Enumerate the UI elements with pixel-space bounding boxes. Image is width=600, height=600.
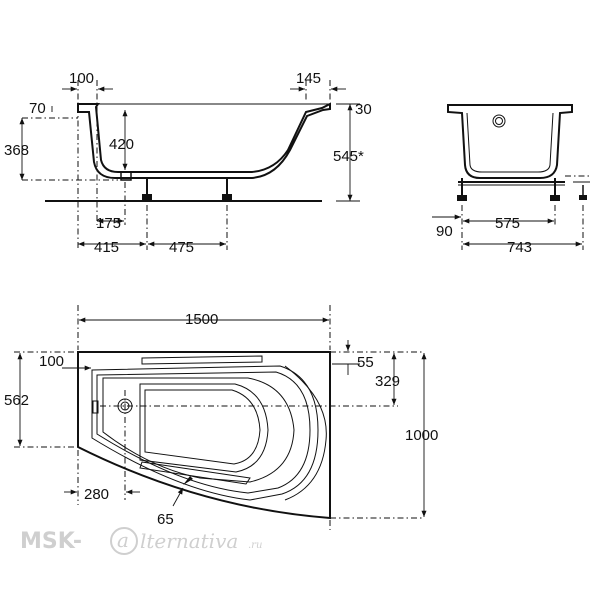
end-tub-outline (447, 104, 573, 179)
watermark-prefix: MSK- (20, 529, 82, 554)
dim-plan-280: 280 (84, 486, 109, 503)
end-feet (457, 178, 590, 201)
dim-side-415: 415 (94, 239, 119, 256)
dim-plan-1500: 1500 (185, 311, 218, 328)
dim-plan-1000: 1000 (405, 427, 438, 444)
plan-rim-contour (91, 365, 319, 501)
dim-end-575: 575 (495, 215, 520, 232)
dim-plan-65: 65 (157, 511, 174, 528)
dim-side-30: 30 (355, 101, 372, 118)
watermark-at-letter: a (117, 528, 129, 552)
plan-top-ridge (141, 355, 263, 365)
plan-center-lines (14, 305, 424, 530)
plan-dimension-lines (17, 317, 427, 517)
dim-side-100: 100 (69, 70, 94, 87)
plan-basin-outer (102, 377, 295, 483)
dim-side-545: 545* (333, 148, 364, 165)
plan-basin-bottom (144, 389, 261, 465)
plan-basin-inner (139, 383, 269, 473)
dim-side-145: 145 (296, 70, 321, 87)
dim-side-368: 368 (4, 142, 29, 159)
plan-rim-contour-2 (96, 371, 311, 494)
watermark-suffix: .ru (248, 540, 262, 551)
dim-side-70: 70 (29, 100, 46, 117)
side-view: 100 145 70 30 368 420 545* 175 415 475 (4, 70, 372, 256)
end-view: 90 575 743 (432, 104, 590, 256)
dim-end-743: 743 (507, 239, 532, 256)
dim-side-175: 175 (96, 215, 121, 232)
dim-plan-100: 100 (39, 353, 64, 370)
end-overflow-inner (495, 117, 503, 125)
end-tub-inner (466, 112, 554, 173)
side-dimension-lines (19, 86, 360, 247)
end-dimension-lines (432, 214, 582, 247)
plan-view: 1500 100 55 329 562 1000 280 65 (4, 305, 438, 530)
end-overflow-outer (492, 114, 506, 128)
dim-side-420: 420 (109, 136, 134, 153)
watermark: MSK- a lternativa .ru (20, 527, 262, 555)
plan-end-curve (284, 365, 327, 501)
side-extension-lines (22, 80, 331, 250)
dim-plan-562: 562 (4, 392, 29, 409)
dim-plan-55: 55 (357, 354, 374, 371)
dim-side-475: 475 (169, 239, 194, 256)
watermark-script: lternativa (140, 529, 238, 553)
dim-plan-329: 329 (375, 373, 400, 390)
side-feet (120, 171, 232, 200)
end-extension-lines (461, 175, 590, 250)
plan-handle (183, 476, 193, 485)
plan-overflow (92, 400, 99, 414)
dim-end-90: 90 (436, 223, 453, 240)
watermark-at-icon (110, 527, 138, 555)
plan-bottom-ridge (139, 461, 251, 485)
side-tub-outline (77, 102, 331, 179)
plan-outer-outline (77, 351, 331, 520)
